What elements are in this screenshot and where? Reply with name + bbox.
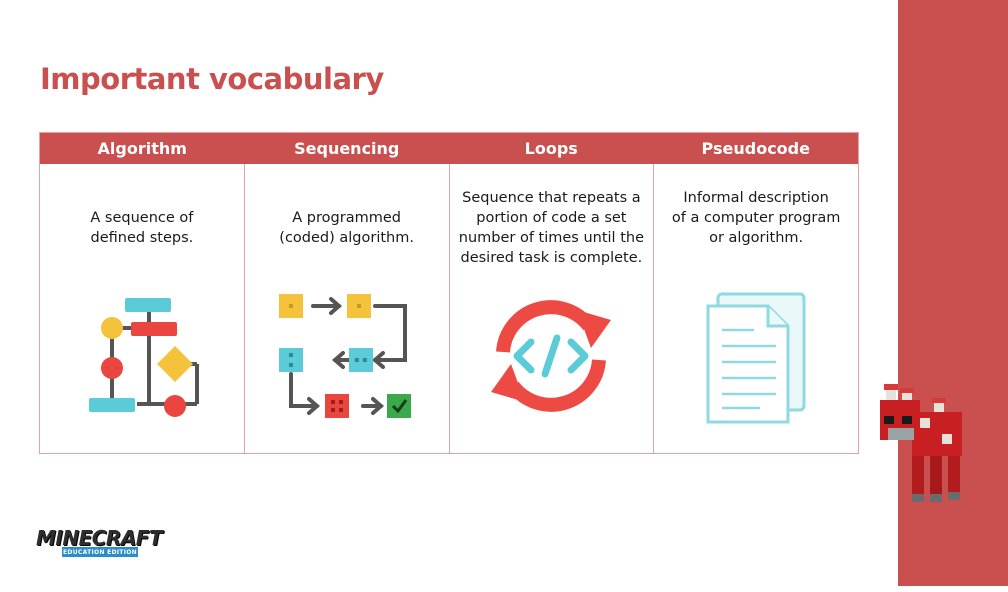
definition-loops: Sequence that repeats a portion of code … [456,188,648,268]
definition-sequencing: A programmed (coded) algorithm. [251,208,443,248]
header-pseudocode: Pseudocode [701,139,810,158]
definition-line: Informal description [683,190,829,206]
column-sequencing: A programmed (coded) algorithm. [245,164,450,453]
header-loops: Loops [524,139,578,158]
flowchart-icon [88,298,199,417]
definition-line: A programmed [292,210,401,226]
definition-algorithm: A sequence of defined steps. [46,208,238,248]
definition-line: of a computer program [671,210,841,226]
definition-line: A sequence of [90,210,194,226]
mooshroom-icon [880,384,962,502]
definition-line: desired task is complete. [460,250,643,266]
sequence-steps-icon [278,294,411,418]
slide-title: Important vocabulary [40,62,384,96]
logo-wordmark: MINECRAFT [36,526,163,550]
header-algorithm: Algorithm [97,139,187,158]
document-icon [706,292,806,424]
definition-line: defined steps. [90,230,194,246]
loop-code-icon [491,300,612,412]
column-algorithm: A sequence of defined steps. [40,164,245,453]
definition-line: or algorithm. [709,230,804,246]
definition-line: portion of code a set [476,210,627,226]
definition-pseudocode: Informal description of a computer progr… [660,188,852,248]
table-body-row: A sequence of defined steps. [40,164,858,453]
definition-line: Sequence that repeats a [462,190,641,206]
logo-subtext: EDUCATION EDITION [62,547,138,557]
vocabulary-table: Algorithm Sequencing Loops Pseudocode A … [39,132,859,454]
definition-line: (coded) algorithm. [279,230,414,246]
column-pseudocode: Informal description of a computer progr… [654,164,858,453]
minecraft-education-logo: MINECRAFT EDUCATION EDITION [36,526,164,560]
column-loops: Sequence that repeats a portion of code … [450,164,655,453]
header-sequencing: Sequencing [294,139,400,158]
table-header-row: Algorithm Sequencing Loops Pseudocode [40,133,858,164]
definition-line: number of times until the [458,230,644,246]
